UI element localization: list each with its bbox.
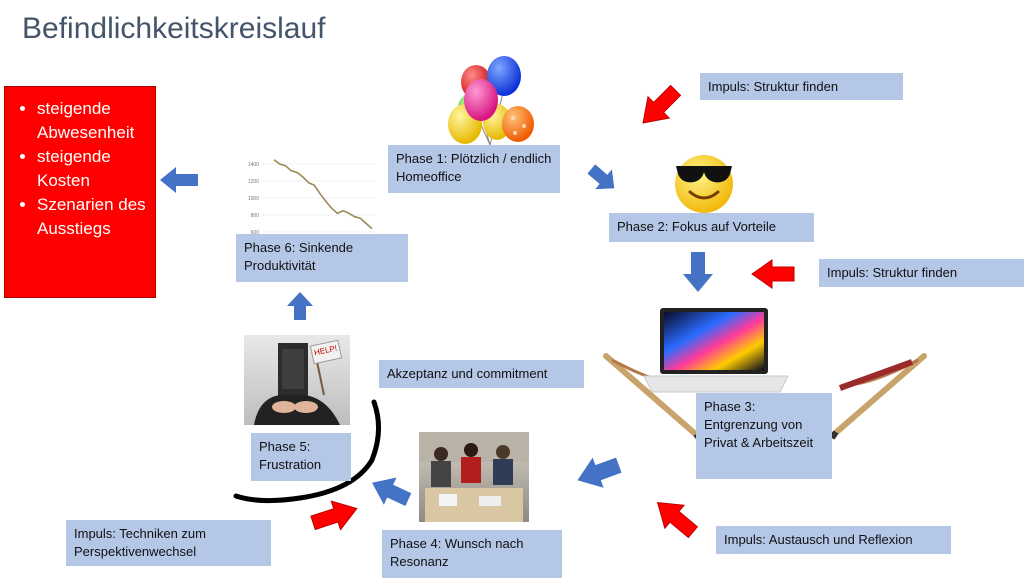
impulse-box-4: Impuls: Techniken zum Perspektivenwechse… — [66, 520, 271, 566]
phase-6-box: Phase 6: Sinkende Produktivität — [236, 234, 408, 282]
impulse-arrow-3 — [656, 502, 699, 539]
acceptance-box: Akzeptanz und commitment — [379, 360, 584, 388]
flow-arrow-p2-p3 — [683, 252, 713, 292]
impulse-arrow-1 — [642, 84, 682, 124]
mini-chart-line — [273, 159, 373, 230]
laptop-icon — [643, 308, 789, 393]
flow-arrow-p3-p4 — [577, 457, 622, 488]
mini-chart-grid — [262, 163, 376, 233]
mini-chart-tick-label: 1400 — [248, 162, 259, 168]
consequence-item: steigende Abwesenheit — [37, 97, 149, 145]
mini-chart-tick-label: 1200 — [248, 179, 259, 185]
flow-arrow-p5-p6 — [287, 292, 313, 320]
mini-chart-ticks: 1400 1200 1000 800 600 — [248, 162, 259, 236]
impulse-arrow-4 — [310, 500, 358, 531]
frustration-photo: HELP! — [244, 335, 350, 425]
mini-chart-tick-label: 600 — [251, 230, 260, 236]
productivity-mini-chart: 1400 1200 1000 800 600 — [248, 159, 376, 236]
impulse-box-1: Impuls: Struktur finden — [700, 73, 903, 100]
acceptance-curve — [233, 399, 381, 504]
impulse-arrow-2 — [751, 259, 795, 289]
balloons-icon — [448, 56, 534, 146]
resonance-photo — [419, 432, 529, 522]
phase-4-box: Phase 4: Wunsch nach Resonanz — [382, 530, 562, 578]
impulse-box-3: Impuls: Austausch und Reflexion — [716, 526, 951, 554]
phase-5-box: Phase 5: Frustration — [251, 433, 351, 481]
consequences-box: steigende Abwesenheit steigende Kosten S… — [4, 86, 156, 298]
phase-3-box: Phase 3: Entgrenzung von Privat & Arbeit… — [696, 393, 832, 479]
phase-1-box: Phase 1: Plötzlich / endlich Homeoffice — [388, 145, 560, 193]
flow-arrow-p6-consequences — [160, 167, 198, 193]
page-title: Befindlichkeitskreislauf — [22, 12, 326, 45]
flow-arrow-p1-p2 — [587, 164, 615, 190]
consequence-item: Szenarien des Ausstiegs — [37, 193, 149, 241]
mini-chart-tick-label: 1000 — [248, 196, 259, 202]
consequences-list: steigende Abwesenheit steigende Kosten S… — [11, 97, 149, 241]
impulse-box-2: Impuls: Struktur finden — [819, 259, 1024, 287]
flow-arrow-p4-p5 — [372, 477, 412, 506]
consequence-item: steigende Kosten — [37, 145, 149, 193]
mini-chart-tick-label: 800 — [251, 213, 260, 219]
cool-emoji-icon — [675, 155, 733, 213]
phase-2-box: Phase 2: Fokus auf Vorteile — [609, 213, 814, 242]
